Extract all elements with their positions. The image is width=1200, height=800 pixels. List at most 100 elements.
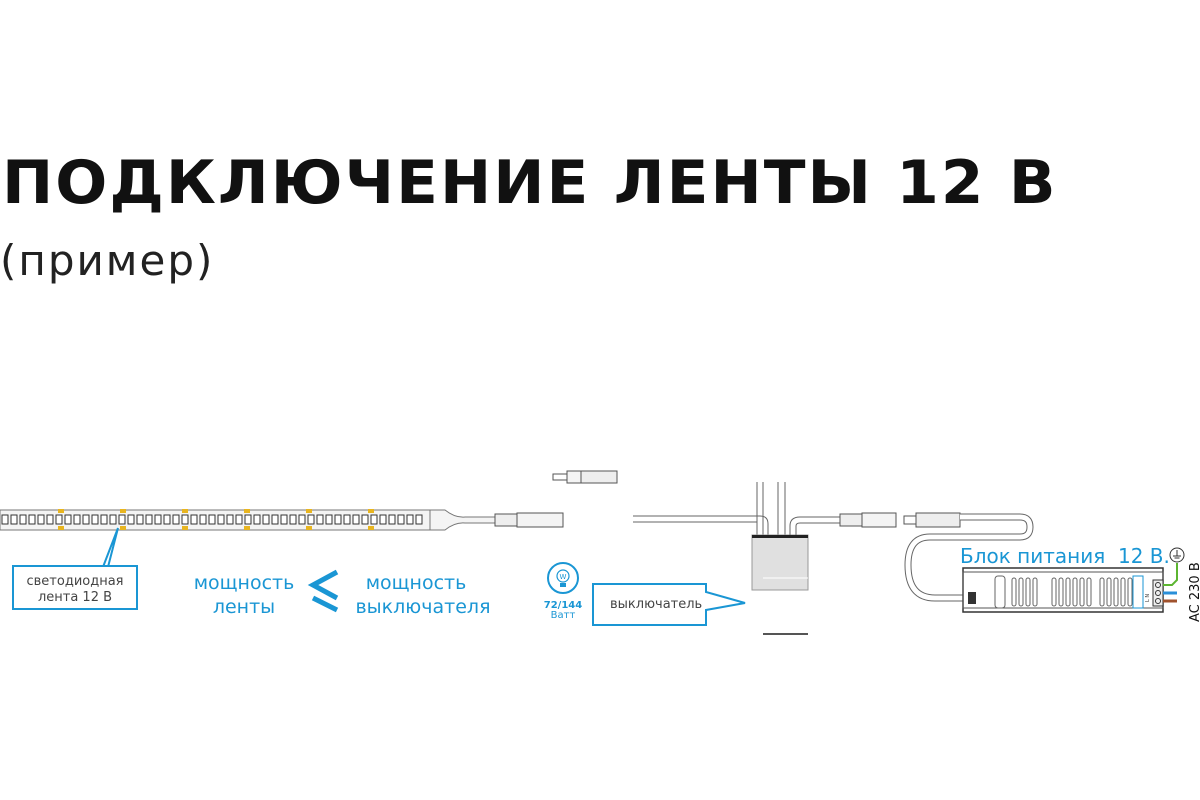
solder-pad [306, 509, 312, 513]
strip-power-line2: ленты [213, 596, 275, 618]
svg-text:L N: L N [1145, 594, 1151, 602]
led-chip [190, 514, 198, 525]
led-chip [388, 514, 396, 525]
vent-slot [1086, 577, 1092, 607]
vent-slot [1079, 577, 1085, 607]
led-chip [244, 514, 252, 525]
led-chip [1, 514, 9, 525]
led-chip [127, 514, 135, 525]
switch-power-line1: мощность [366, 572, 467, 594]
led-chip [154, 514, 162, 525]
led-chip [109, 514, 117, 525]
power-unit: Ватт [551, 610, 576, 621]
led-chip [352, 514, 360, 525]
vent-slot [1011, 577, 1017, 607]
led-strip [0, 509, 496, 531]
vent-slot [1018, 577, 1024, 607]
vent-slot [1099, 577, 1105, 607]
vent-slot [1058, 577, 1064, 607]
led-chip [370, 514, 378, 525]
led-chip [235, 514, 243, 525]
led-chip [181, 514, 189, 525]
solder-pad [58, 526, 64, 530]
led-chip [163, 514, 171, 525]
led-chip [37, 514, 45, 525]
led-chip [172, 514, 180, 525]
led-chip [397, 514, 405, 525]
vent-slot [1025, 577, 1031, 607]
led-chip [10, 514, 18, 525]
led-chip [46, 514, 54, 525]
ac-label: AC 230 В [1188, 562, 1200, 622]
vent-slot [1106, 577, 1112, 607]
power-value: 72/144 [544, 600, 582, 611]
page-subtitle: (пример) [0, 236, 215, 285]
strip-callout: светодиодная лента 12 В [12, 527, 138, 610]
vent-slot [1113, 577, 1119, 607]
vent-slot [1032, 577, 1038, 607]
led-chip [289, 514, 297, 525]
led-chip [316, 514, 324, 525]
led-chip [415, 514, 423, 525]
switch-device [751, 534, 809, 635]
led-chip [406, 514, 414, 525]
led-chip [325, 514, 333, 525]
led-chip [334, 514, 342, 525]
less-or-equal-icon [307, 569, 339, 613]
strip-power-line1: мощность [194, 572, 295, 594]
led-chip [91, 514, 99, 525]
solder-pad [120, 526, 126, 530]
ground-wire [1163, 563, 1178, 586]
psu-label: Блок питания 12 В. [960, 544, 1170, 568]
led-chip [226, 514, 234, 525]
power-supply: L N [962, 567, 1164, 613]
led-chip [208, 514, 216, 525]
solder-pad [120, 509, 126, 513]
page-title: ПОДКЛЮЧЕНИЕ ЛЕНТЫ 12 В [2, 148, 1058, 218]
led-chip [271, 514, 279, 525]
led-chip [379, 514, 387, 525]
solder-pad [244, 526, 250, 530]
solder-pad [58, 509, 64, 513]
solder-pad [182, 509, 188, 513]
wall-wires [756, 482, 786, 535]
led-chip [361, 514, 369, 525]
vent-slot [1072, 577, 1078, 607]
switch-power-line2: выключателя [355, 596, 490, 618]
lightbulb-icon: W [547, 562, 579, 594]
solder-pad [306, 526, 312, 530]
vent-slot [1127, 577, 1133, 607]
led-chip [298, 514, 306, 525]
led-chip [64, 514, 72, 525]
led-chip [199, 514, 207, 525]
vent-slot [1051, 577, 1057, 607]
strip-label-line1: светодиодная [27, 574, 124, 589]
led-chip [19, 514, 27, 525]
led-chip [136, 514, 144, 525]
led-chip [28, 514, 36, 525]
vent-slot [1120, 577, 1126, 607]
male-dc-connector [552, 470, 618, 484]
strip-label-line2: лента 12 В [38, 590, 112, 605]
female-dc-connector [494, 512, 564, 528]
led-chip [343, 514, 351, 525]
solder-pad [368, 509, 374, 513]
solder-pad [182, 526, 188, 530]
vent-slot [1065, 577, 1071, 607]
led-chip [307, 514, 315, 525]
switch-callout: выключатель [592, 583, 746, 626]
led-chip [82, 514, 90, 525]
solder-pad [244, 509, 250, 513]
led-chip [73, 514, 81, 525]
led-chip [55, 514, 63, 525]
switch-label: выключатель [610, 597, 702, 612]
led-chip [118, 514, 126, 525]
solder-pad [368, 526, 374, 530]
led-chip [145, 514, 153, 525]
led-chip [262, 514, 270, 525]
led-chip [100, 514, 108, 525]
led-chip [217, 514, 225, 525]
led-chip [280, 514, 288, 525]
ground-symbol-icon [1169, 547, 1185, 563]
